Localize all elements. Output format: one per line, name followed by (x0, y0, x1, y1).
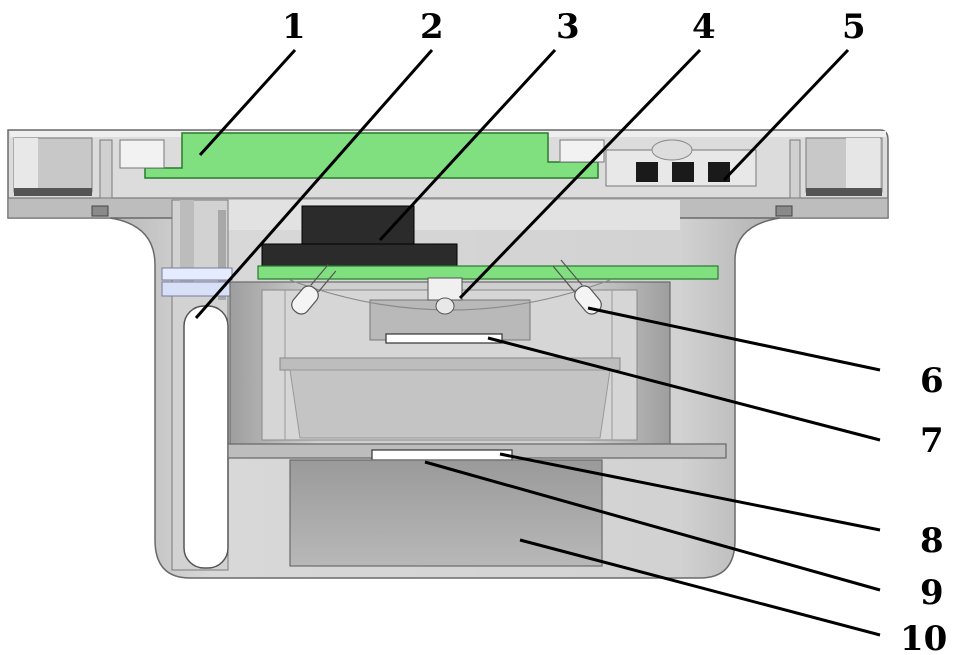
component-2-side-channel (161, 199, 233, 571)
component-1-main-pcb (119, 132, 605, 179)
leader-line-7 (487, 336, 881, 442)
callout-1: 1 (282, 7, 306, 47)
leader-line-10 (519, 538, 881, 637)
callout-labels: 1 2 3 4 5 6 7 8 9 10 (282, 7, 947, 655)
leader-line-1 (198, 48, 297, 157)
leader-line-4 (458, 48, 702, 300)
leader-lines (194, 48, 881, 637)
component-6-led-right (552, 259, 602, 315)
component-7-upper-window (385, 333, 503, 344)
component-4-detector (427, 277, 463, 315)
leader-line-8 (499, 452, 881, 532)
callout-10: 10 (900, 619, 947, 655)
callout-4: 4 (692, 7, 716, 47)
callout-2: 2 (420, 7, 444, 47)
callout-7: 7 (920, 421, 944, 461)
callout-6: 6 (920, 361, 944, 401)
component-3-chip (261, 205, 458, 267)
secondary-pcb (257, 265, 719, 280)
component-5-connectors (605, 139, 757, 187)
leader-line-3 (378, 48, 557, 242)
leader-line-2 (194, 49, 434, 319)
leader-line-9 (424, 460, 881, 592)
component-6-led-left (291, 264, 337, 315)
callout-8: 8 (920, 521, 944, 561)
callout-9: 9 (920, 573, 944, 613)
component-8-lower-window (371, 449, 513, 461)
callout-3: 3 (556, 7, 580, 47)
callout-5: 5 (842, 7, 866, 47)
leader-line-5 (722, 48, 850, 182)
leader-line-6 (587, 306, 881, 372)
